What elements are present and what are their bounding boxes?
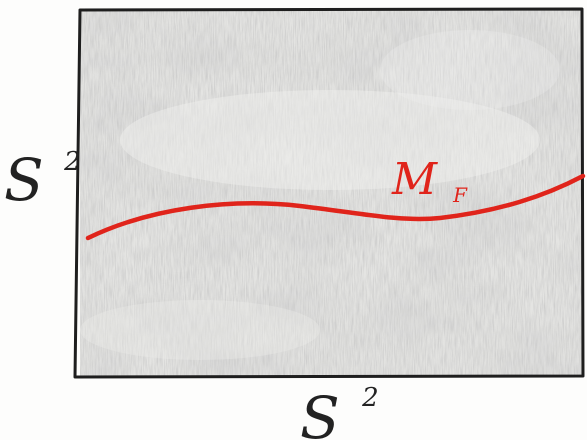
square-frame: [73, 7, 585, 379]
pencil-shading: [80, 9, 582, 377]
mf-label-subscript: F: [452, 183, 468, 207]
bottom-s2-label: S 2: [300, 383, 379, 440]
mf-label: M F: [391, 154, 468, 207]
mf-curve: [85, 173, 586, 241]
left-s2-base: S: [4, 146, 44, 214]
left-s2-exponent: 2: [63, 147, 81, 177]
bottom-s2-base: S: [300, 384, 340, 440]
bottom-s2-exponent: 2: [361, 383, 379, 413]
mf-label-base: M: [391, 154, 438, 205]
left-s2-label: S 2: [4, 146, 81, 214]
